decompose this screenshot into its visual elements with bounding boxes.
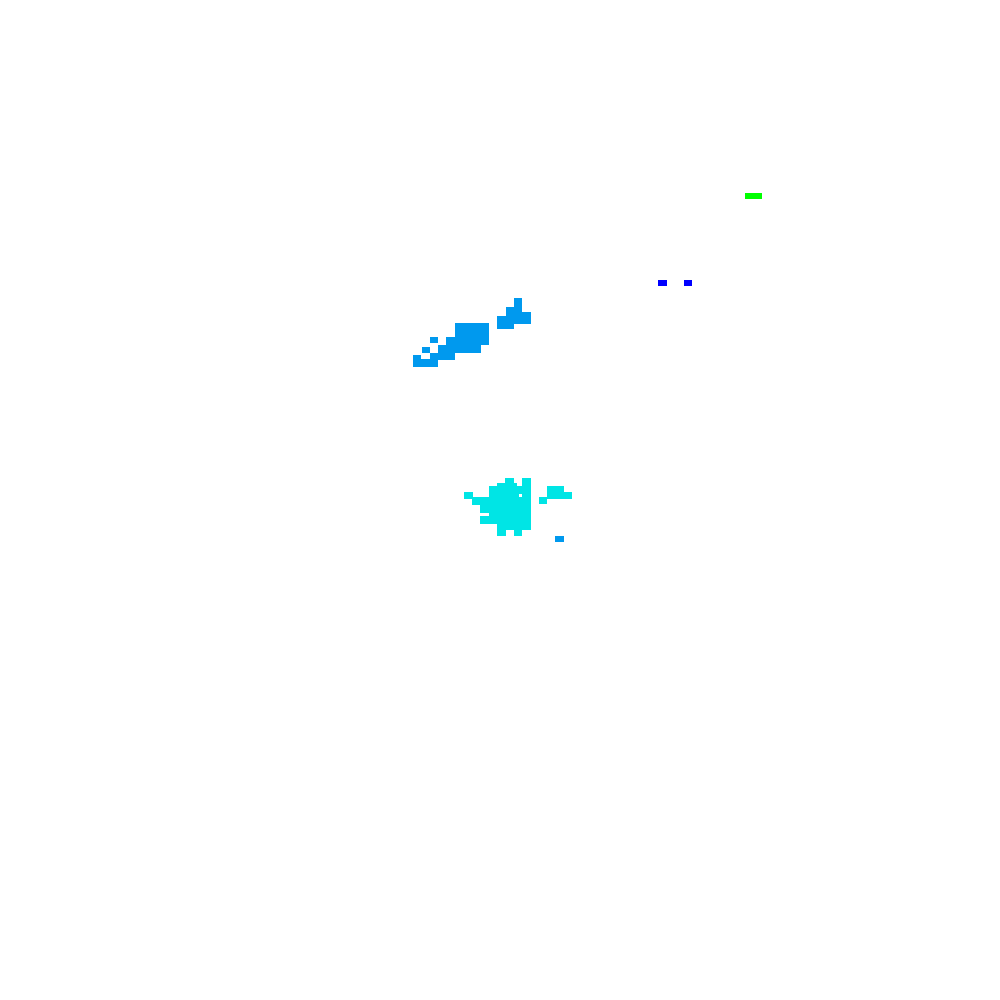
data-cell-cyan [489,497,499,507]
data-cell-cyan [497,483,517,491]
data-cell-sky [497,320,506,329]
data-cell-blue [658,280,667,286]
data-cell-sky [455,345,463,353]
data-cell-sky [506,307,522,315]
data-cell-sky [522,312,531,324]
data-cell-sky [514,298,522,308]
data-cell-sky [438,352,455,360]
data-cell-green [745,193,762,199]
data-cell-cyan [472,497,531,505]
data-cell-sky [455,323,489,331]
data-cell-sky [555,536,564,542]
data-cell-sky [472,337,480,343]
data-cell-sky [446,337,489,345]
data-cell-cyan [497,528,506,536]
data-cell-cyan [522,478,531,486]
data-cell-sky [430,353,438,359]
data-cell-sky [430,337,438,343]
data-cells-layer [413,193,762,542]
data-cell-sky [455,330,489,338]
data-cell-cyan [480,500,490,508]
data-cell-cyan [505,478,514,486]
data-cell-sky [413,359,438,367]
data-cell-cyan [472,500,482,505]
data-cell-cyan [539,497,547,504]
data-cell-cyan [514,528,522,536]
data-cell-cyan [497,510,517,525]
data-cell-cyan [547,492,572,499]
data-cell-cyan [489,490,519,498]
data-cell-blue [684,280,692,286]
data-cell-sky [463,345,472,353]
data-cell-cyan [480,516,489,522]
data-cell-cyan [522,490,531,520]
data-cell-cyan [464,492,473,499]
data-cell-cyan [547,486,564,494]
data-cell-sky [480,330,489,345]
data-cell-sky [422,347,430,353]
